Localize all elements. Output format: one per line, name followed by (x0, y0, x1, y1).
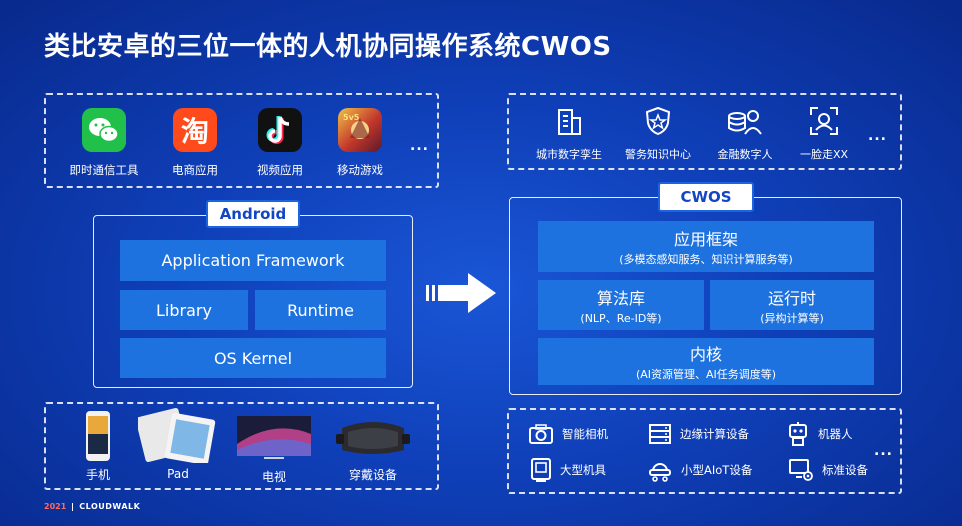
devices-panel (44, 402, 439, 490)
device-label: 电视 (261, 470, 286, 484)
police-badge-icon (645, 106, 671, 136)
building-icon (558, 109, 581, 135)
hardware-label: 大型机具 (560, 463, 606, 477)
layer-label: Application Framework (161, 251, 345, 270)
layer-kernel: 内核 (AI资源管理、AI任务调度等) (538, 338, 874, 385)
apps-more: ... (410, 138, 429, 154)
vr-headset-icon (336, 422, 410, 454)
taobao-glyph: 淘 (180, 115, 209, 148)
layer-sublabel: (NLP、Re-ID等) (580, 311, 662, 325)
hardware-panel (507, 408, 902, 494)
page-title: 类比安卓的三位一体的人机协同操作系统CWOS (44, 32, 612, 62)
layer-app-framework: 应用框架 (多模态感知服务、知识计算服务等) (538, 221, 874, 272)
scenario-label: 警务知识中心 (625, 148, 691, 161)
scenarios-panel (507, 93, 902, 170)
phone-icon (86, 411, 110, 461)
tablet-icon (135, 407, 216, 465)
arrow-right-icon (426, 273, 496, 313)
wechat-icon (82, 108, 126, 152)
layer-sublabel: (多模态感知服务、知识计算服务等) (619, 253, 793, 266)
finance-person-icon (728, 110, 762, 135)
hardware-label: 小型AIoT设备 (681, 463, 753, 477)
app-label: 即时通信工具 (69, 163, 139, 177)
app-tiktok: 视频应用 (235, 108, 325, 178)
scenario-finance: 金融数字人 (705, 106, 785, 162)
hardware-label: 机器人 (818, 427, 853, 441)
layer-label: Library (156, 300, 212, 320)
tv-icon (237, 416, 311, 459)
face-scan-icon (810, 107, 838, 135)
layer-application-framework: Application Framework (120, 240, 386, 281)
footer-brand: CLOUDWALK (79, 502, 141, 511)
footer-year: 2021 (44, 502, 67, 511)
layer-sublabel: (异构计算等) (760, 311, 824, 325)
layer-os-kernel: OS Kernel (120, 338, 386, 378)
device-wearable: 穿戴设备 (334, 414, 412, 483)
device-label: Pad (167, 467, 189, 481)
footer-divider (72, 502, 74, 511)
scenario-city-twin: 城市数字孪生 (529, 106, 609, 162)
layer-label: OS Kernel (213, 348, 293, 368)
android-tag: Android (206, 200, 300, 228)
scenario-label: 金融数字人 (717, 148, 773, 161)
device-tv: 电视 (234, 414, 314, 485)
hardware-robot: 机器人 (786, 421, 853, 447)
scenario-face: 一脸走XX (784, 106, 864, 162)
layer-label: 算法库 (596, 288, 645, 308)
hardware-more: ... (874, 443, 893, 459)
layer-label: 应用框架 (673, 230, 738, 249)
camera-icon (529, 424, 553, 444)
robot-icon (789, 422, 807, 446)
hardware-label: 智能相机 (562, 427, 608, 441)
layer-label: 内核 (689, 345, 722, 364)
aiot-icon (649, 463, 671, 482)
svg-text:5v5: 5v5 (343, 113, 360, 122)
layer-label: Runtime (287, 300, 354, 320)
hardware-label: 标准设备 (822, 463, 868, 477)
layer-algorithm-library: 算法库 (NLP、Re-ID等) (538, 280, 704, 330)
hardware-aiot: 小型AIoT设备 (647, 457, 752, 483)
apps-panel (44, 93, 439, 188)
app-label: 移动游戏 (337, 163, 383, 177)
taobao-icon: 淘 (173, 108, 217, 152)
server-icon (649, 424, 671, 444)
layer-sublabel: (AI资源管理、AI任务调度等) (635, 368, 777, 381)
scenarios-more: ... (868, 128, 887, 144)
machine-icon (531, 458, 551, 482)
app-game: 5v5 移动游戏 (315, 108, 405, 178)
device-pad: Pad (135, 407, 218, 481)
hardware-label: 边缘计算设备 (680, 427, 749, 441)
scenario-label: 城市数字孪生 (536, 148, 602, 161)
app-label: 视频应用 (257, 163, 303, 177)
layer-label: 运行时 (767, 288, 816, 308)
tiktok-icon (258, 108, 302, 152)
standard-device-icon (789, 459, 813, 481)
hardware-standard: 标准设备 (788, 457, 868, 483)
layer-library: Library (120, 290, 248, 330)
game-icon: 5v5 (338, 108, 382, 152)
scenario-police: 警务知识中心 (618, 106, 698, 162)
app-taobao: 淘 电商应用 (150, 108, 240, 178)
hardware-large-machine: 大型机具 (530, 457, 606, 483)
app-label: 电商应用 (172, 163, 218, 177)
layer-runtime: 运行时 (异构计算等) (710, 280, 874, 330)
hardware-edge: 边缘计算设备 (648, 423, 749, 445)
cwos-tag: CWOS (658, 182, 754, 212)
device-label: 手机 (85, 468, 110, 482)
hardware-camera: 智能相机 (528, 423, 608, 445)
footer: 2021 CLOUDWALK (44, 502, 140, 511)
device-label: 穿戴设备 (348, 468, 397, 482)
scenario-label: 一脸走XX (799, 148, 849, 161)
layer-runtime: Runtime (255, 290, 386, 330)
device-phone: 手机 (77, 410, 119, 483)
app-wechat: 即时通信工具 (59, 108, 149, 178)
